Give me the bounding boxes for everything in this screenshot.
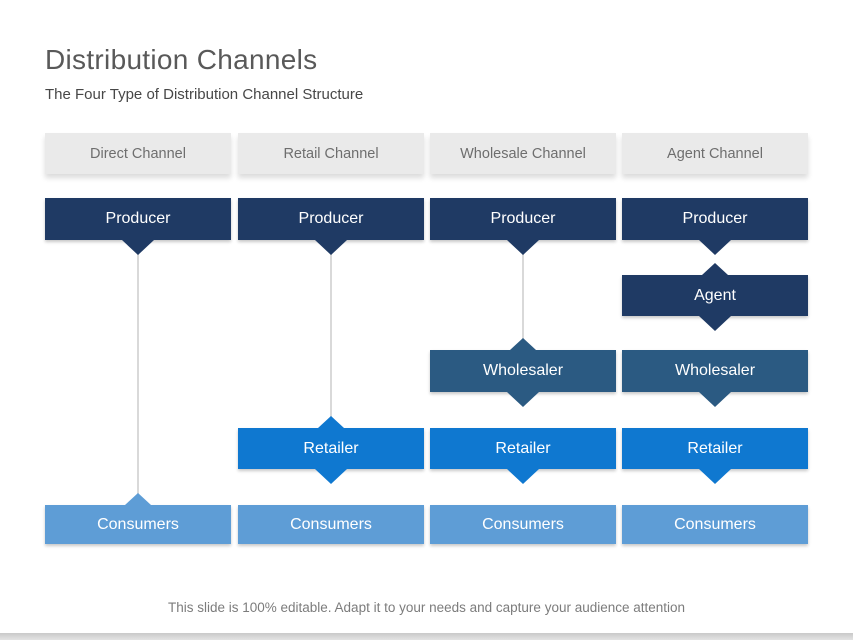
node-consumers-agent: Consumers bbox=[622, 505, 808, 544]
connector-line-wholesale bbox=[522, 252, 524, 340]
node-producer-direct: Producer bbox=[45, 198, 231, 240]
node-wholesaler-wholesale: Wholesaler bbox=[430, 350, 616, 392]
connector-line-retail bbox=[330, 252, 332, 418]
channel-header-direct: Direct Channel bbox=[45, 133, 231, 174]
node-agent: Agent bbox=[622, 275, 808, 316]
node-consumers-retail: Consumers bbox=[238, 505, 424, 544]
node-retailer-wholesale: Retailer bbox=[430, 428, 616, 469]
node-producer-agent: Producer bbox=[622, 198, 808, 240]
bottom-divider bbox=[0, 633, 853, 640]
channel-header-retail: Retail Channel bbox=[238, 133, 424, 174]
node-producer-retail: Producer bbox=[238, 198, 424, 240]
node-producer-wholesale: Producer bbox=[430, 198, 616, 240]
page-title: Distribution Channels bbox=[45, 44, 318, 75]
node-retailer-agent: Retailer bbox=[622, 428, 808, 469]
node-consumers-direct: Consumers bbox=[45, 505, 231, 544]
node-retailer-retail: Retailer bbox=[238, 428, 424, 469]
footer-note: This slide is 100% editable. Adapt it to… bbox=[167, 600, 686, 615]
channel-header-wholesale: Wholesale Channel bbox=[430, 133, 616, 174]
node-consumers-wholesale: Consumers bbox=[430, 505, 616, 544]
page-subtitle: The Four Type of Distribution Channel St… bbox=[45, 86, 364, 103]
channel-header-agent: Agent Channel bbox=[622, 133, 808, 174]
node-wholesaler-agent: Wholesaler bbox=[622, 350, 808, 392]
connector-line-direct bbox=[137, 252, 139, 498]
